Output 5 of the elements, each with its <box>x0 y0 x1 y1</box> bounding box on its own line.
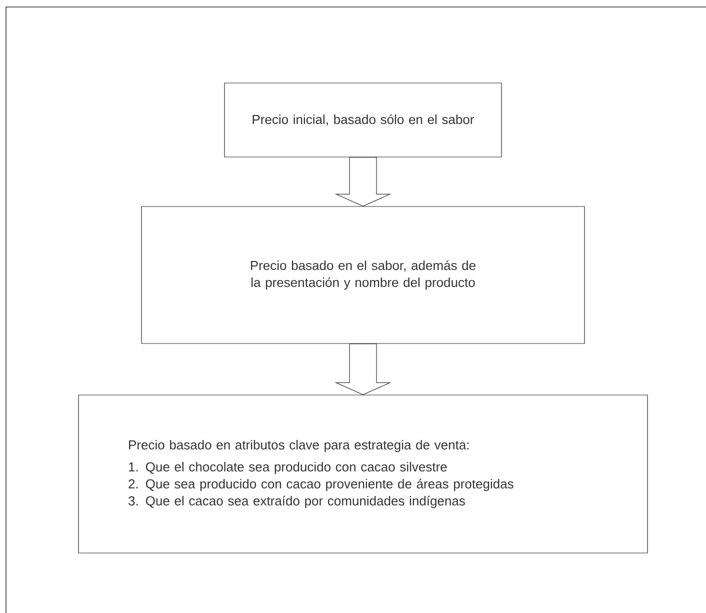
block-arrow <box>334 157 392 207</box>
block-arrow <box>334 344 392 396</box>
process-box: Precio basado en atributos clave para estrategia de venta: 1. Que el chocolate sea producido con cacao silvestre 2. Que sea producido con cacao proveniente de áreas protegidas 3. Que el cacao sea extraído por comunidades indígenas <box>78 394 648 554</box>
process-box: Precio basado en el sabor, además de la presentación y nombre del producto <box>141 206 585 344</box>
process-box: Precio inicial, basado sólo en el sabor <box>224 82 502 158</box>
